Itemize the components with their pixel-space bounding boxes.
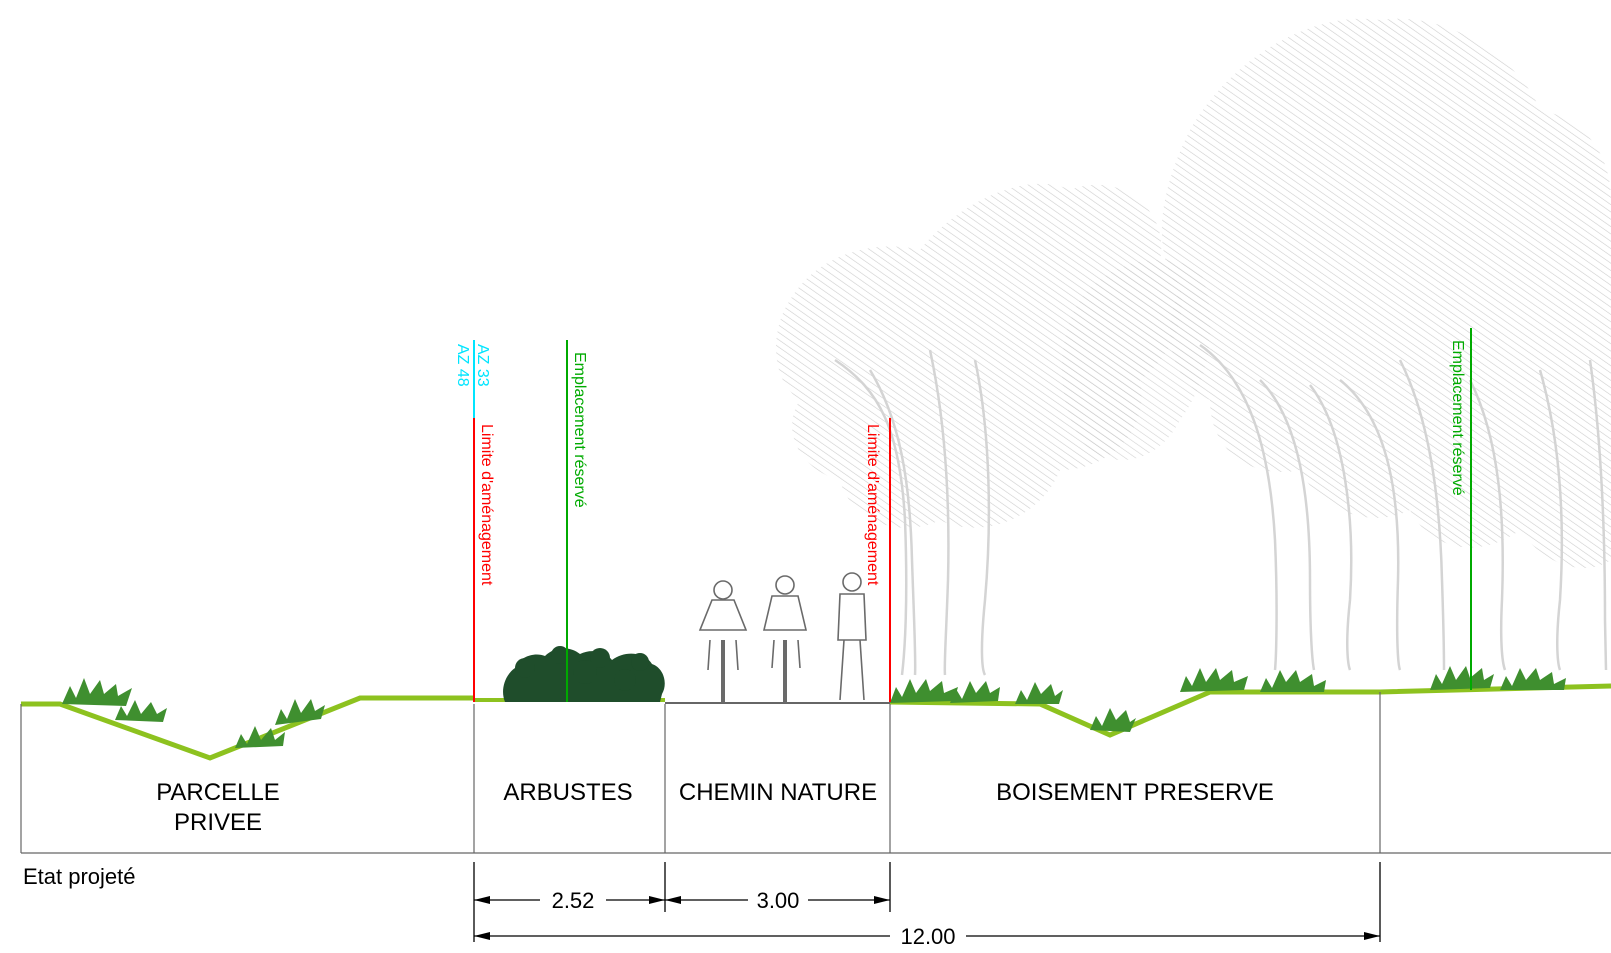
dimension-values: 2.52 3.00 12.00 xyxy=(552,888,956,949)
emplacement-label-right: Emplacement réservé xyxy=(1449,340,1466,496)
grass-clump xyxy=(1015,682,1063,704)
grass-clump xyxy=(1500,668,1566,690)
tree-canopy-3 xyxy=(1061,260,1211,460)
tree-trunks xyxy=(834,343,1608,676)
grass-clumps xyxy=(62,666,1566,748)
grass-clump xyxy=(950,681,1000,703)
zone-labels: PARCELLE PRIVEE ARBUSTES CHEMIN NATURE B… xyxy=(156,779,1274,836)
limite-label-right: Limite d'aménagement xyxy=(864,424,881,586)
grass-clump xyxy=(1260,670,1326,692)
ground-line-left xyxy=(21,695,475,761)
zone-label-parcelle-1: PARCELLE xyxy=(156,779,280,806)
grass-clump xyxy=(235,726,285,748)
pedestrian-icon xyxy=(837,572,867,701)
parcel-label-b: AZ 48 xyxy=(454,344,471,387)
dim-chemin: 3.00 xyxy=(757,888,800,913)
marker-lines xyxy=(473,328,1472,702)
tree-canopy-2 xyxy=(1161,18,1611,569)
cyclist-icon xyxy=(698,580,748,703)
zone-label-chemin: CHEMIN NATURE xyxy=(679,779,877,806)
ground-profile xyxy=(21,683,1611,761)
zone-label-parcelle-2: PRIVEE xyxy=(174,809,262,836)
tree-canopy-1 xyxy=(776,183,1182,528)
zone-label-boisement: BOISEMENT PRESERVE xyxy=(996,779,1274,806)
emplacement-label-left: Emplacement réservé xyxy=(571,352,588,508)
cyclists-and-pedestrian xyxy=(698,572,867,703)
zone-label-arbustes: ARBUSTES xyxy=(503,779,632,806)
dim-arbustes: 2.52 xyxy=(552,888,595,913)
grass-clump xyxy=(890,679,958,703)
state-label: Etat projeté xyxy=(23,864,136,889)
zone-table xyxy=(20,692,1611,854)
cyclist-icon xyxy=(762,575,808,703)
shrub-mass xyxy=(503,646,665,702)
grass-clump xyxy=(1430,666,1494,690)
limite-label-left: Limite d'aménagement xyxy=(478,424,495,586)
marker-labels: AZ 33 AZ 48 Limite d'aménagement Emplace… xyxy=(454,340,1466,586)
grass-clump xyxy=(275,699,325,725)
grass-clump xyxy=(1090,708,1136,732)
ground-line-right xyxy=(889,683,1611,738)
grass-clump xyxy=(1180,668,1248,692)
woodland-trees xyxy=(776,18,1611,676)
parcel-label-a: AZ 33 xyxy=(474,344,491,387)
grass-clump xyxy=(62,678,132,706)
grass-clump xyxy=(115,700,167,722)
dimension-lines xyxy=(473,862,1381,942)
dim-total: 12.00 xyxy=(900,924,955,949)
